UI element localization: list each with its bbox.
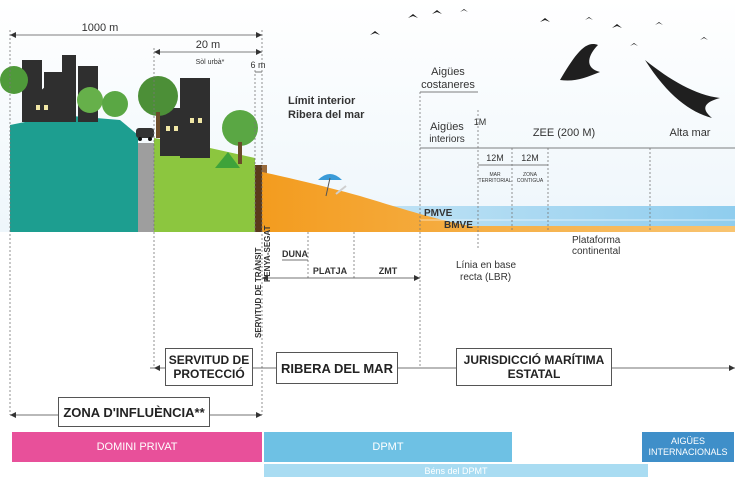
dpmt-bar: DPMT: [264, 432, 512, 462]
inner-waters-label-1: Aigües: [430, 121, 464, 133]
shelf-label-2: continental: [572, 246, 620, 257]
zmt-label: ZMT: [379, 266, 398, 276]
contiguous-zone-label-1: ZONA: [523, 172, 538, 178]
international-waters-bar: AIGÜES INTERNACIONALS: [642, 432, 734, 462]
maritime-jurisdiction-label-2: ESTATAL: [507, 367, 561, 381]
international-waters-label-2: INTERNACIONALS: [648, 447, 728, 457]
high-sea-label: Alta mar: [670, 127, 711, 139]
influence-zone-box: ZONA D'INFLUÈNCIA**: [58, 397, 210, 427]
shore-box: RIBERA DEL MAR: [276, 352, 398, 384]
measure-1M: 1M: [474, 117, 487, 127]
dpmt-assets-label: Béns del DPMT: [424, 465, 488, 476]
private-domain-bar: DOMINI PRIVAT: [12, 432, 262, 462]
pmve-label: PMVE: [424, 208, 453, 219]
territorial-sea-label-2: TERRITORIAL: [479, 178, 512, 184]
zone-boundary-lines: [9, 30, 651, 415]
inner-limit-label-2: Ribera del mar: [288, 109, 365, 121]
coastal-waters-label-2: costaneres: [421, 79, 475, 91]
dpmt-assets-bar: Béns del DPMT: [264, 464, 648, 477]
zee-label: ZEE (200 M): [533, 127, 595, 139]
shore-label: RIBERA DEL MAR: [281, 360, 393, 376]
road: [138, 143, 154, 232]
international-waters-label-1: AIGÜES: [670, 436, 705, 446]
protection-easement-label-2: PROTECCIÓ: [173, 367, 245, 381]
private-domain-label: DOMINI PRIVAT: [96, 441, 178, 453]
shelf-label-1: Plataforma: [572, 235, 621, 246]
measure-12M-b: 12M: [521, 153, 539, 163]
arrowheads: [10, 32, 735, 418]
beach-label: PLATJA: [313, 266, 348, 276]
cliff: [255, 165, 262, 232]
bmve-label: BMVE: [444, 220, 473, 231]
inner-limit-label-1: Límit interior: [288, 95, 356, 107]
dpmt-label: DPMT: [372, 441, 404, 453]
inner-waters-label-2: interiors: [429, 134, 465, 145]
dimension-lines: [10, 34, 735, 166]
beach-sand: [262, 172, 735, 232]
inland-terrain: [10, 115, 138, 232]
protection-easement-box: SERVITUD DE PROTECCIÓ: [165, 348, 253, 386]
maritime-jurisdiction-box: JURISDICCIÓ MARÍTIMA ESTATAL: [456, 348, 612, 386]
lbr-label-1: Línia en base: [456, 260, 516, 271]
bird-icons: [370, 9, 720, 118]
protection-easement-label-1: SERVITUD DE: [168, 353, 250, 367]
beach-umbrella-icon: [318, 174, 347, 197]
sol-urba-label: Sòl urbà*: [196, 59, 225, 66]
measure-12M-a: 12M: [486, 153, 504, 163]
measure-20m: 20 m: [196, 39, 220, 51]
influence-zone-label: ZONA D'INFLUÈNCIA**: [63, 404, 205, 420]
territorial-sea-label-1: MAR: [489, 172, 501, 178]
measure-1000m: 1000 m: [82, 22, 119, 34]
tent-icon: [215, 152, 240, 168]
windows: [36, 105, 202, 131]
cliff-label: PENYA-SEGAT: [263, 225, 272, 282]
transit-easement-label: SERVITUD DE TRÀNSIT: [254, 247, 263, 338]
maritime-jurisdiction-label-1: JURISDICCIÓ MARÍTIMA: [463, 353, 605, 367]
trees: [0, 66, 258, 164]
coastal-waters-label-1: Aigües: [431, 66, 465, 78]
dune-label: DUNA: [282, 249, 308, 259]
measure-lines-bottom: [10, 259, 735, 416]
car-icon: [136, 128, 154, 141]
lbr-label-2: recta (LBR): [460, 272, 511, 283]
measure-6m: 6 m: [250, 60, 265, 70]
contiguous-zone-label-2: CONTIGUA: [517, 178, 544, 184]
